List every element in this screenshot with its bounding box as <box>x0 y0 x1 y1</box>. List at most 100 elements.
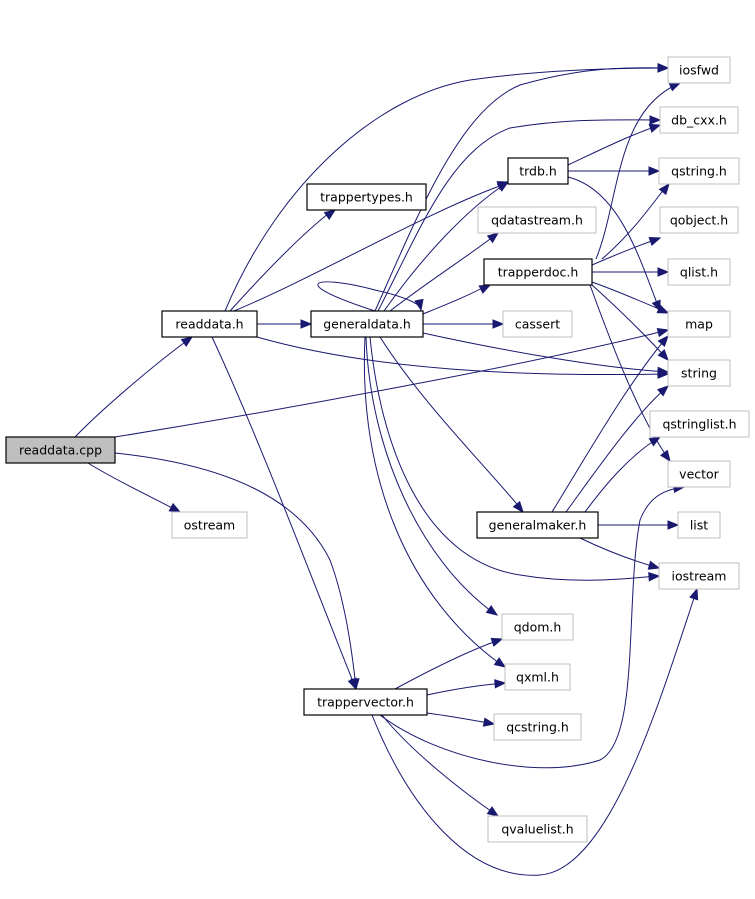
node-box <box>310 310 424 338</box>
edge-line <box>381 714 499 817</box>
arrowhead <box>648 436 662 447</box>
arrowhead <box>180 336 194 347</box>
node-label: qlist.h <box>680 265 718 280</box>
edge-readdata-cpp-to-readdata-h <box>74 336 194 438</box>
node-box <box>483 258 593 286</box>
node-trappertypes-h[interactable]: trappertypes.h <box>306 183 427 211</box>
node-label: generalmaker.h <box>489 518 587 533</box>
node-box <box>658 157 740 185</box>
edge-generaldata-h-to-cassert <box>423 319 505 329</box>
node-string: string <box>667 359 731 387</box>
node-trappervector-h[interactable]: trappervector.h <box>303 688 428 716</box>
node-box <box>649 410 750 438</box>
node-label: vector <box>679 467 720 482</box>
edge-generalmaker-h-to-string <box>565 385 670 513</box>
edge-line <box>422 284 489 315</box>
arrowhead <box>300 319 313 329</box>
node-qdom-h: qdom.h <box>501 613 574 641</box>
arrowhead <box>496 181 510 192</box>
edge-trappervector-h-to-qdom-h <box>394 637 504 690</box>
edge-line <box>374 67 669 312</box>
node-label: qcstring.h <box>506 720 569 735</box>
node-list: list <box>677 511 721 539</box>
node-label: generaldata.h <box>323 317 411 332</box>
node-label: qvaluelist.h <box>501 822 573 837</box>
node-readdata-h[interactable]: readdata.h <box>161 310 258 338</box>
node-label: trappertypes.h <box>320 190 413 205</box>
arrowhead <box>492 319 505 329</box>
node-generaldata-h[interactable]: generaldata.h <box>310 310 424 338</box>
node-label: trappervector.h <box>317 695 414 710</box>
edge-line <box>74 336 193 438</box>
node-box <box>504 663 571 691</box>
edge-generalmaker-h-to-list <box>598 520 680 530</box>
edge-line <box>87 462 177 511</box>
node-qlist-h: qlist.h <box>667 258 731 286</box>
edge-trdb-h-to-qstring-h <box>568 166 661 176</box>
edge-readdata-cpp-to-map <box>114 327 670 438</box>
edge-readdata-h-to-trappervector-h <box>211 336 357 691</box>
arrowhead <box>414 298 424 312</box>
node-iostream: iostream <box>658 562 740 590</box>
edge-trappervector-h-to-qcstring-h <box>426 712 496 727</box>
arrowhead <box>657 63 670 73</box>
edge-trappervector-h-to-qxml-h <box>426 679 507 696</box>
arrowhead <box>648 236 662 246</box>
arrowhead <box>657 349 669 362</box>
node-box <box>476 511 599 539</box>
edge-trappervector-h-to-iostream <box>371 587 699 876</box>
edge-line <box>567 176 661 312</box>
node-label: qobject.h <box>670 213 728 228</box>
node-label: trapperdoc.h <box>498 265 579 280</box>
edge-generaldata-h-to-generaldata-h <box>317 281 424 312</box>
arrowhead <box>657 334 669 348</box>
node-label: qdatastream.h <box>491 213 583 228</box>
node-box <box>487 815 588 843</box>
edge-line <box>371 588 698 876</box>
arrowhead <box>493 657 507 668</box>
node-trdb-h[interactable]: trdb.h <box>507 157 569 185</box>
node-box <box>667 460 731 488</box>
edge-line <box>365 336 496 615</box>
arrowhead <box>647 560 661 570</box>
edge-line <box>379 486 685 769</box>
arrowhead <box>482 717 496 727</box>
node-cassert: cassert <box>502 310 573 338</box>
arrowhead <box>494 679 507 689</box>
node-box <box>501 613 574 641</box>
edge-generalmaker-h-to-map <box>551 334 669 513</box>
node-ostream: ostream <box>171 511 248 539</box>
arrowhead <box>648 166 661 176</box>
edge-trdb-h-to-db-cxx-h <box>567 123 662 166</box>
node-iosfwd: iosfwd <box>667 56 731 84</box>
node-box <box>667 310 731 338</box>
edge-generaldata-h-to-generalmaker-h <box>379 336 524 514</box>
edge-line <box>369 336 660 581</box>
node-qvaluelist-h: qvaluelist.h <box>487 815 588 843</box>
edge-line <box>591 281 669 314</box>
edge-line <box>584 436 661 513</box>
edge-line <box>114 452 357 689</box>
arrowhead <box>667 520 680 530</box>
arrowhead <box>656 327 670 338</box>
arrowhead <box>648 123 662 133</box>
edge-generaldata-h-to-qxml-h <box>363 336 507 668</box>
edge-line <box>565 385 669 513</box>
node-qdatastream-h: qdatastream.h <box>477 206 597 234</box>
node-qstring-h: qstring.h <box>658 157 740 185</box>
edge-line <box>317 281 421 312</box>
node-trapperdoc-h[interactable]: trapperdoc.h <box>483 258 593 286</box>
nodes-layer: readdata.cpp ostream readdata.h trappervect… <box>5 56 750 843</box>
node-generalmaker-h[interactable]: generalmaker.h <box>476 511 599 539</box>
node-label: qstring.h <box>671 164 727 179</box>
node-box <box>667 56 731 84</box>
node-box <box>161 310 258 338</box>
arrowhead <box>486 806 500 817</box>
node-box <box>5 436 116 464</box>
edge-generaldata-h-to-iosfwd <box>374 63 670 312</box>
edge-readdata-h-to-iosfwd <box>224 63 670 312</box>
edge-line <box>211 336 357 690</box>
arrowhead <box>347 677 357 691</box>
node-readdata-cpp[interactable]: readdata.cpp <box>5 436 116 464</box>
